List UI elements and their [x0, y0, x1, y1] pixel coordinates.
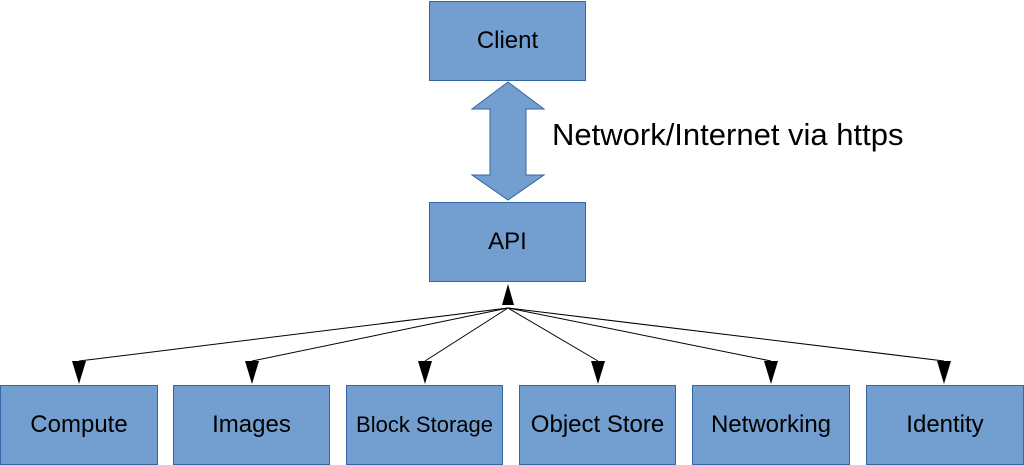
- arrowhead-block-storage: [418, 361, 432, 384]
- line-to-compute: [78, 307, 509, 362]
- object-store-box: Object Store: [519, 385, 676, 465]
- arrowhead-object-store: [591, 361, 605, 384]
- line-to-block-storage: [424, 307, 509, 362]
- service-label-block-storage: Block Storage: [356, 412, 493, 437]
- line-to-object-store: [507, 307, 599, 362]
- network-double-arrow: [470, 81, 546, 201]
- api-arrowhead: [502, 284, 514, 305]
- api-box: API: [429, 202, 586, 282]
- arrowhead-compute: [72, 361, 86, 384]
- arrowhead-identity: [937, 361, 951, 384]
- service-label-images: Images: [212, 411, 291, 438]
- connection-label: Network/Internet via https: [552, 117, 904, 152]
- images-box: Images: [173, 385, 330, 465]
- service-label-identity: Identity: [906, 411, 984, 438]
- service-label-networking: Networking: [710, 411, 832, 438]
- arrowhead-images: [245, 361, 259, 384]
- api-label: API: [488, 228, 527, 255]
- service-label-object-store: Object Store: [530, 411, 665, 438]
- arrowhead-networking: [764, 361, 778, 384]
- client-label: Client: [476, 27, 539, 54]
- compute-box: Compute: [0, 385, 158, 465]
- service-label-compute: Compute: [30, 411, 128, 438]
- line-to-identity: [507, 307, 945, 362]
- block-storage-box: Block Storage: [346, 385, 503, 465]
- line-to-networking: [507, 307, 772, 362]
- client-box: Client: [429, 1, 586, 81]
- line-to-images: [251, 307, 509, 362]
- networking-box: Networking: [692, 385, 850, 465]
- identity-box: Identity: [866, 385, 1024, 465]
